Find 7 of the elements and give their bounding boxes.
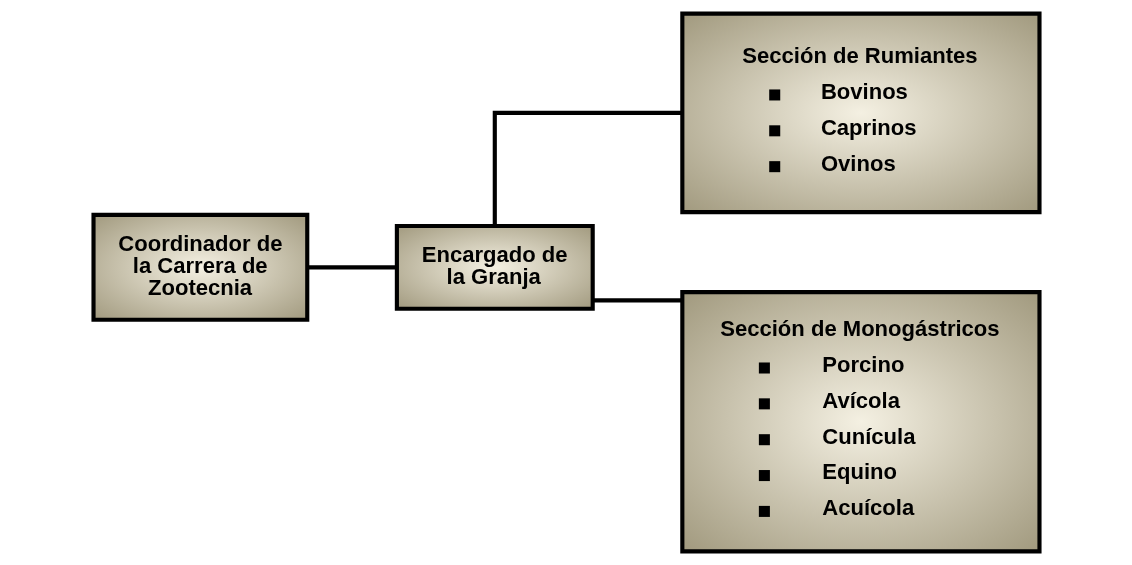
connector (307, 265, 397, 270)
node-box: Sección de Rumiantes Bovinos Caprinos Ovinos (679, 11, 1042, 215)
node-box: Sección de Monogástricos Porcino Avícola Cunícula Equino Acuícola (679, 290, 1042, 554)
connector (592, 298, 682, 303)
node-box: Encargado de la Granja (394, 223, 595, 311)
node-box: Coordinador de la Carrera de Zootecnia (90, 212, 309, 322)
connector (492, 110, 682, 226)
